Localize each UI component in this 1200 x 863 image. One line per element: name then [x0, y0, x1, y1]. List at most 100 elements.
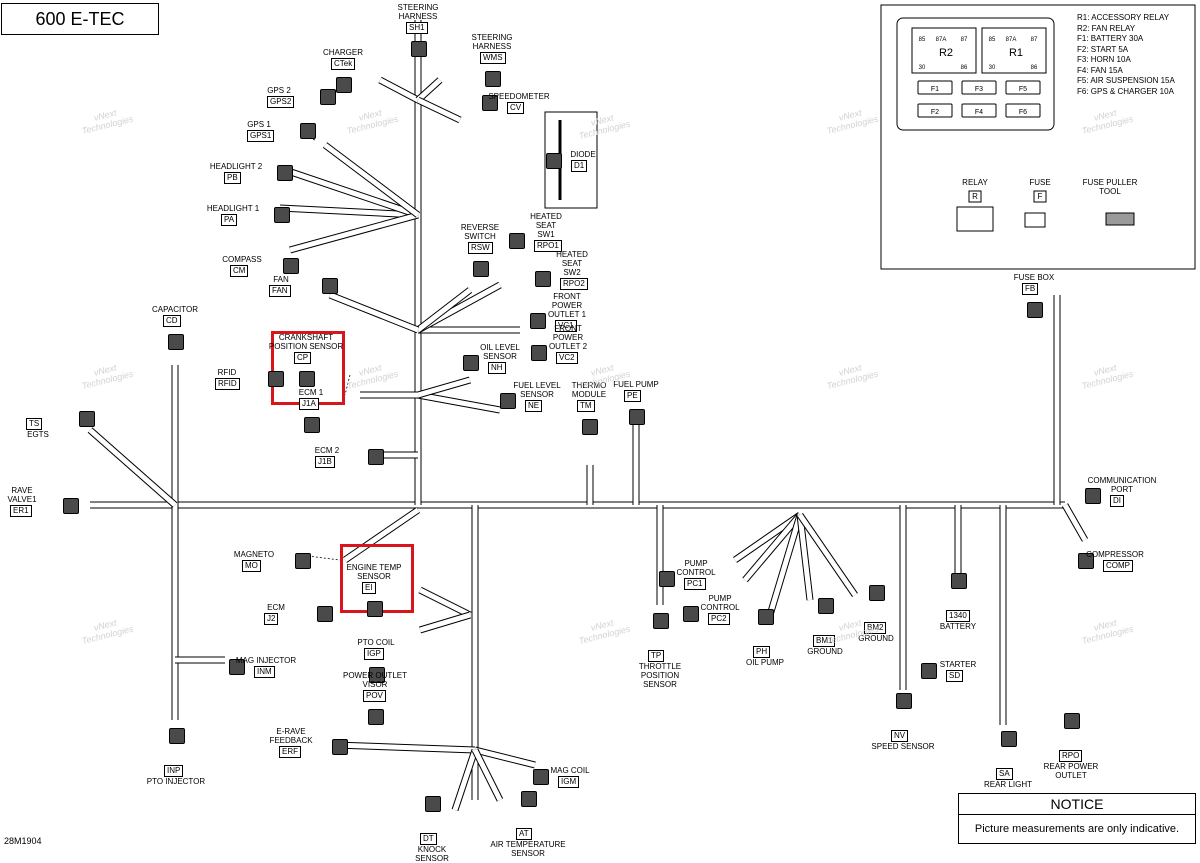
code-ctek: CTek — [331, 58, 356, 70]
label-line: COMPRESSOR — [1086, 550, 1144, 559]
label-line: MAG INJECTOR — [235, 656, 297, 665]
fuse-slot — [1005, 103, 1041, 118]
label-line: GPS 2 — [267, 86, 291, 95]
fuse-name: F3 — [975, 86, 983, 93]
connector-j1a — [304, 417, 320, 433]
label-fb: FUSE BOX — [994, 273, 1074, 282]
code-mo: MO — [242, 560, 261, 572]
connector-inm — [229, 659, 245, 675]
label-mo: MAGNETO — [214, 550, 294, 559]
fuse-slot — [917, 80, 953, 95]
connector-1340 — [951, 573, 967, 589]
code-pe: PE — [624, 390, 641, 402]
label-line: SENSOR — [415, 854, 449, 863]
wire-fill — [418, 587, 472, 618]
fuse-name: F6 — [1019, 109, 1027, 116]
connector-pov — [368, 709, 384, 725]
label-igp: PTO COIL — [336, 638, 416, 647]
connector-cv — [482, 95, 498, 111]
label-line: BATTERY — [939, 622, 977, 631]
wire-fill — [452, 749, 478, 811]
label-sa: REAR LIGHT — [968, 780, 1048, 789]
wire-fill — [323, 143, 420, 217]
label-line: POWER OUTLET — [342, 671, 407, 680]
relay-pin: 30 — [919, 65, 926, 71]
label-line: SENSOR — [511, 849, 545, 858]
connector-rsw — [473, 261, 489, 277]
label-line: SW1 — [537, 230, 555, 239]
wire-fill — [1062, 503, 1088, 542]
wire-fill — [329, 292, 419, 333]
connector-fan — [322, 278, 338, 294]
label-line: SW2 — [563, 268, 581, 277]
relay-pin: 87 — [1031, 37, 1038, 43]
label-line: FEEDBACK — [269, 736, 313, 745]
code-sh1: SH1 — [406, 22, 428, 34]
label-line: RFID — [217, 368, 237, 377]
code-vc1: VC1 — [555, 320, 577, 332]
label-line: STEERING — [397, 3, 439, 12]
connector-cd — [168, 334, 184, 350]
connector-ctek — [336, 77, 352, 93]
fuse-part — [1024, 212, 1046, 228]
connector-rfid — [268, 371, 284, 387]
wire-fill — [378, 77, 420, 103]
wire-fill — [88, 428, 177, 507]
fuse-part-code-box — [968, 190, 982, 203]
connector-ts — [79, 411, 95, 427]
wire-fill — [343, 507, 420, 563]
label-line: HEADLIGHT 2 — [209, 162, 263, 171]
label-d1: DIODE — [543, 150, 623, 159]
relay-pin: 87A — [1006, 37, 1017, 43]
relay-pin: 86 — [961, 65, 968, 71]
code-er1: ER1 — [10, 505, 32, 517]
label-line: REAR POWER — [1043, 762, 1099, 771]
connector-ph — [758, 609, 774, 625]
code-comp: COMP — [1103, 560, 1133, 572]
connector-j2 — [317, 606, 333, 622]
connector-igm — [533, 769, 549, 785]
wire-fill — [289, 212, 419, 253]
fuse-part-label: TOOL — [1099, 187, 1121, 196]
wire-fill — [472, 748, 503, 802]
code-nv: NV — [891, 730, 909, 742]
fuse-puller-part — [1105, 212, 1135, 226]
code-rpo1: RPO1 — [534, 240, 562, 252]
label-line: PUMP — [684, 559, 708, 568]
relay-part — [956, 206, 994, 232]
label-line: E-RAVE — [276, 727, 306, 736]
fuse-slot — [1005, 80, 1041, 95]
label-rfid: RFID — [187, 368, 267, 377]
connector-pc1 — [659, 571, 675, 587]
code-j1a: J1A — [299, 398, 319, 410]
code-pc1: PC1 — [684, 578, 706, 590]
code-sd: SD — [946, 670, 964, 682]
label-line: OIL PUMP — [746, 658, 784, 667]
label-line: OUTLET — [1055, 771, 1087, 780]
code-ei: EI — [362, 582, 376, 594]
code-ne: NE — [525, 400, 543, 412]
notice-heading: NOTICE — [959, 794, 1195, 815]
label-line: GROUND — [807, 647, 843, 656]
legend-item: F6: GPS & CHARGER 10A — [1077, 86, 1174, 96]
wire-fill — [797, 514, 813, 601]
label-line: MODULE — [571, 390, 607, 399]
code-fb: FB — [1022, 283, 1039, 295]
connector-bm1 — [818, 598, 834, 614]
connector-at — [521, 791, 537, 807]
code-at: AT — [516, 828, 532, 840]
legend-item: F3: HORN 10A — [1077, 55, 1131, 64]
legend-item: F1: BATTERY 30A — [1077, 34, 1144, 43]
connector-inp — [169, 728, 185, 744]
notice-box: NOTICE Picture measurements are only ind… — [958, 793, 1196, 844]
label-line: CAPACITOR — [152, 305, 198, 314]
label-line: GPS 1 — [247, 120, 271, 129]
label-ph: OIL PUMP — [725, 658, 805, 667]
label-line: SWITCH — [464, 232, 496, 241]
label-line: AIR TEMPERATURE — [490, 840, 566, 849]
code-j1b: J1B — [315, 456, 335, 468]
